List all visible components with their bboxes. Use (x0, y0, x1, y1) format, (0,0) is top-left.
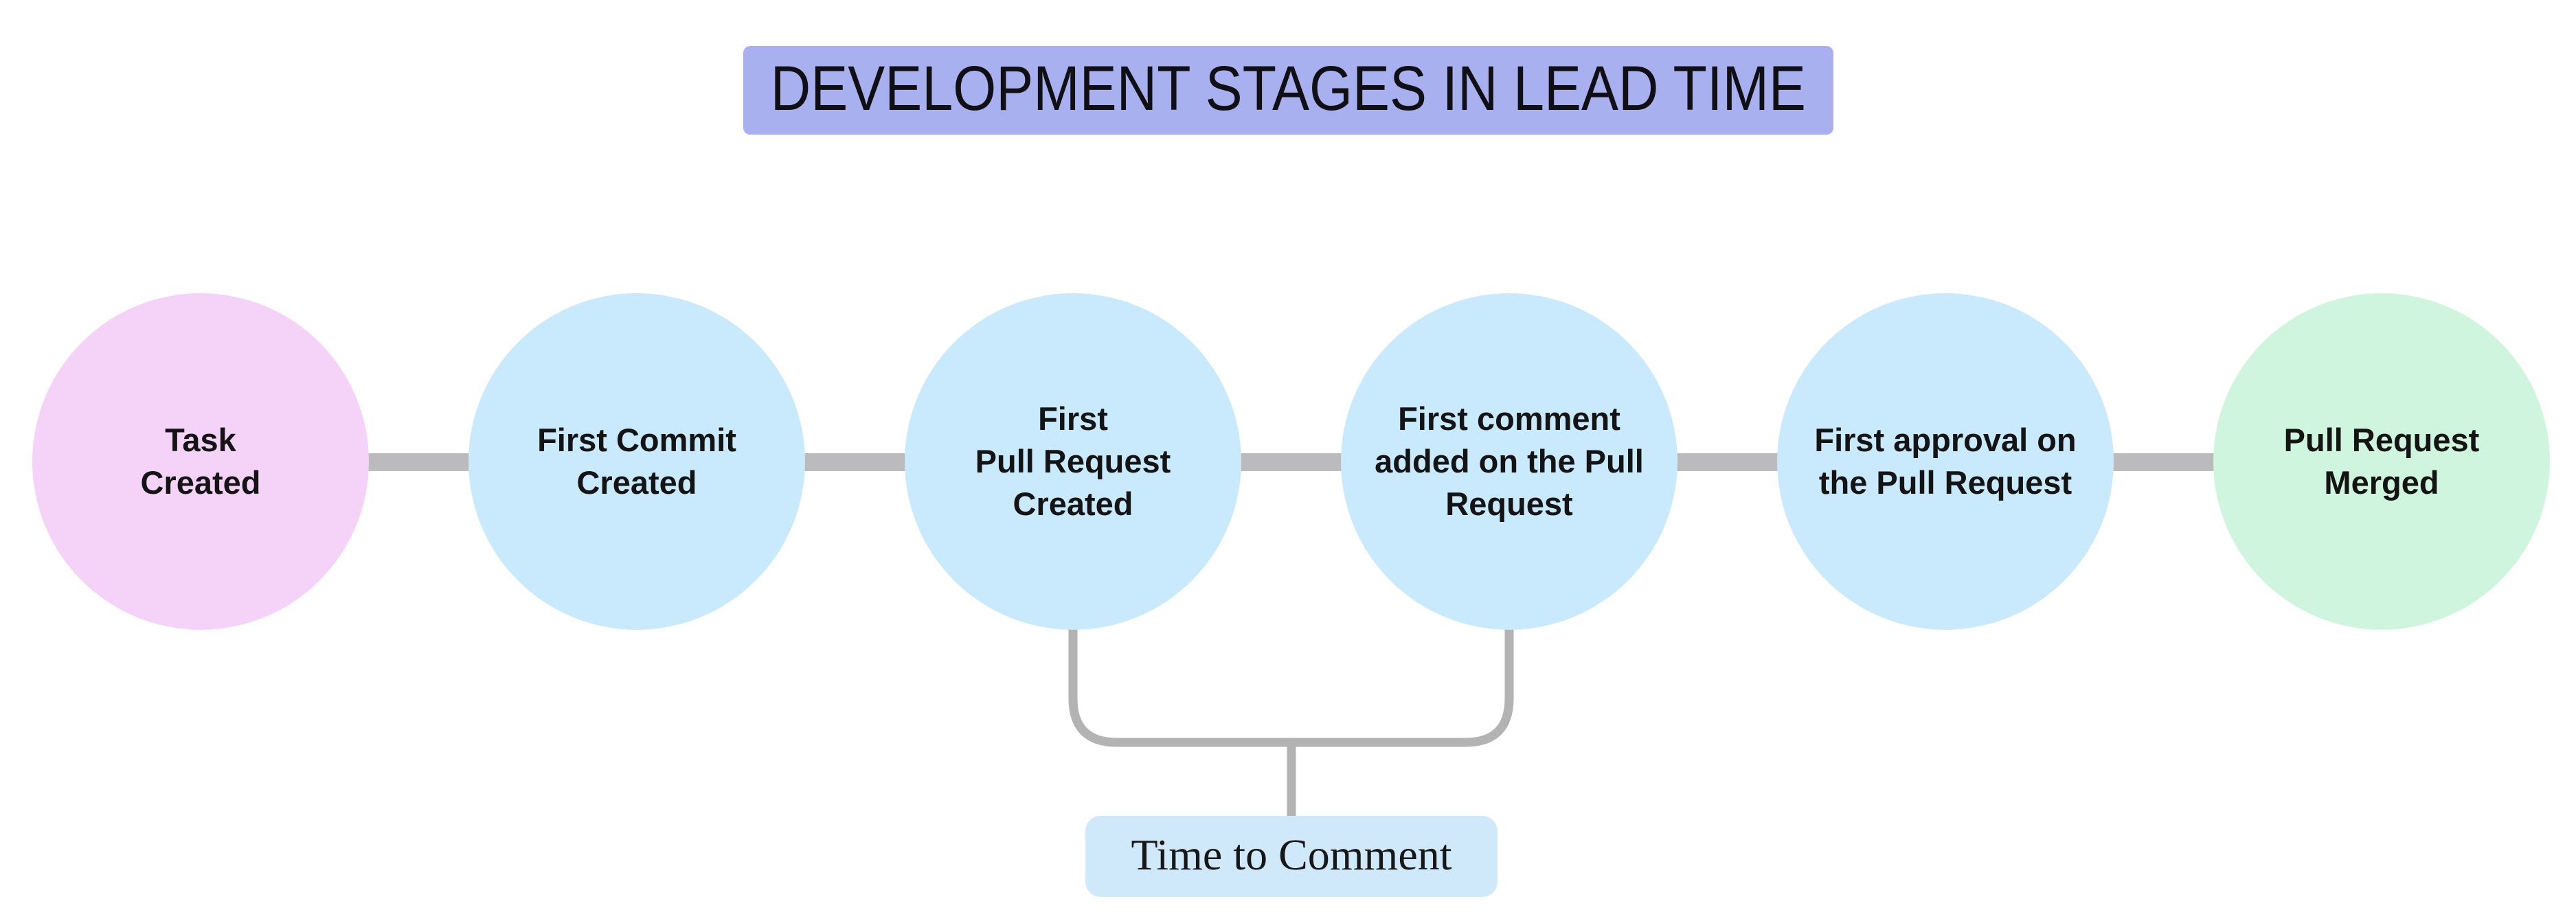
diagram-title-banner: DEVELOPMENT STAGES IN LEAD TIME (743, 46, 1833, 135)
stage-node-first-commit-created: First Commit Created (468, 293, 805, 630)
diagram-title: DEVELOPMENT STAGES IN LEAD TIME (770, 53, 1807, 124)
bracket-curve (1068, 622, 1514, 747)
stage-node-pull-request-merged: Pull Request Merged (2213, 293, 2550, 630)
stage-label-first-comment-added: First comment added on the Pull Request (1375, 400, 1644, 523)
stage-node-first-approval: First approval on the Pull Request (1777, 293, 2114, 630)
stage-label-first-approval: First approval on the Pull Request (1814, 421, 2077, 501)
stage-node-task-created: Task Created (32, 293, 369, 630)
stage-label-first-pull-request-created: First Pull Request Created (975, 400, 1171, 523)
stage-label-pull-request-merged: Pull Request Merged (2283, 421, 2480, 501)
stage-node-first-comment-added: First comment added on the Pull Request (1341, 293, 1677, 630)
stage-label-first-commit-created: First Commit Created (537, 421, 736, 501)
time-to-comment-label: Time to Comment (1131, 830, 1452, 879)
stage-node-first-pull-request-created: First Pull Request Created (905, 293, 1241, 630)
time-to-comment-badge: Time to Comment (1085, 816, 1498, 897)
stage-label-task-created: Task Created (140, 421, 261, 501)
